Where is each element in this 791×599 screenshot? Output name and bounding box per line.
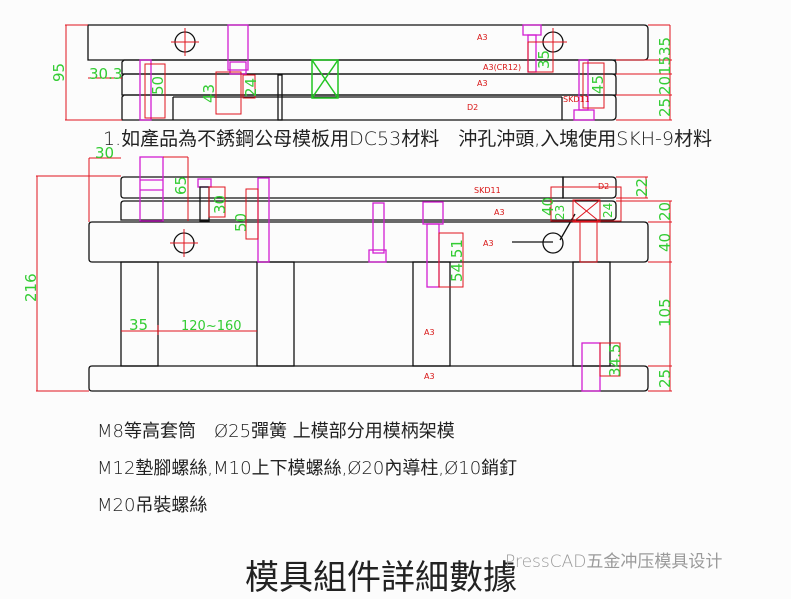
dimension-label: 35 [535, 50, 553, 69]
material-label: A3 [477, 33, 488, 42]
parallel-block [572, 261, 611, 367]
lifting-hole-icon [542, 232, 564, 254]
dimension-label: 25 [656, 369, 674, 388]
bolt-head-icon [522, 24, 542, 36]
bolt-head-icon [422, 201, 444, 225]
dimension-label: 35 [129, 316, 148, 334]
dimension-label: 23 [553, 205, 567, 220]
dimension-label: 22 [633, 178, 651, 197]
dimension-label: 30 [95, 144, 114, 162]
dimension-label: 50 [149, 76, 167, 95]
dimension-label: 24 [242, 78, 260, 97]
dimension-label: 40 [656, 233, 674, 252]
parallel-block [412, 261, 451, 367]
bolt-head-icon [573, 109, 595, 121]
bolt-head-icon [229, 61, 247, 75]
dimension-label: 54.51 [448, 239, 466, 282]
material-label: A3 [424, 328, 435, 337]
material-label: A3 [424, 372, 435, 381]
material-label: A3(CR12) [483, 63, 521, 72]
stripper-plate [120, 176, 564, 199]
dimension-label: 20 [656, 76, 674, 95]
bolt-icon [578, 59, 589, 111]
spring-block-icon [311, 59, 339, 99]
bolt-icon [372, 202, 385, 254]
page-title: 模具組件詳細數據 [245, 558, 517, 598]
plate-3 [121, 73, 617, 96]
dimension-label: 15 [656, 56, 674, 75]
bolt-icon [426, 223, 440, 288]
material-label: SKD11 [474, 186, 501, 195]
bottom-plate [88, 365, 649, 392]
dimension-label: 30.3 [89, 65, 122, 83]
die-shoe-plate [88, 221, 649, 263]
pin-icon [277, 74, 283, 121]
dimension-label: 34.5 [606, 344, 624, 377]
dimension-label: 105 [656, 298, 674, 327]
d2-insert [562, 176, 617, 199]
dimension-label: 30 [211, 195, 229, 214]
guide-bushing-icon [139, 156, 164, 222]
dimension-label: 43 [200, 84, 218, 103]
bolt-icon [227, 24, 249, 71]
dimension-label: 50 [232, 213, 250, 232]
parallel-block [256, 261, 295, 367]
component-note: M12墊腳螺絲,M10上下模螺絲,Ø20內導柱,Ø10銷釘 [97, 458, 518, 479]
dimension-label: 20 [656, 202, 674, 221]
material-note: 1.如產品為不銹鋼公母模板用DC53材料 沖孔沖頭,入塊使用SKH-9材料 [103, 128, 712, 150]
dimension-label: 95 [50, 63, 68, 82]
dimension-label: 24 [601, 203, 615, 218]
top-assembly: A3 A3(CR12) A3 D2 SKD11 95 30.3 50 43 24… [50, 24, 674, 121]
material-label: D2 [598, 182, 609, 191]
dimension-label: 45 [589, 75, 607, 94]
bottom-assembly: SKD11 D2 A3 A3 A3 A3 30 65 30 50 216 35 … [22, 144, 674, 392]
material-label: A3 [477, 79, 488, 88]
parallel-block [120, 261, 159, 367]
dimension-label: 25 [656, 98, 674, 117]
material-label: SKD11 [563, 95, 590, 104]
bolt-head-icon [197, 178, 212, 188]
dimension-label: 120~160 [181, 319, 242, 334]
component-note: M20吊裝螺絲 [97, 495, 208, 516]
dimension-label: 65 [172, 176, 190, 195]
dimension-label: 40 [539, 197, 557, 216]
component-note: M8等高套筒 Ø25彈簧 上模部分用模柄架模 [97, 421, 455, 442]
guide-post-icon [139, 59, 152, 121]
watermark: PressCAD五金冲压模具设计 [505, 552, 723, 572]
material-label: A3 [494, 208, 505, 217]
plate-2 [120, 200, 617, 221]
bolt-icon [581, 342, 601, 392]
dimension-label: 216 [22, 273, 40, 302]
dimension-label: 35 [656, 37, 674, 56]
material-label: D2 [467, 103, 478, 112]
bolt-icon [199, 186, 210, 222]
material-label: A3 [483, 239, 494, 248]
plate-4 [121, 94, 617, 121]
bolt-head-icon [368, 249, 387, 263]
